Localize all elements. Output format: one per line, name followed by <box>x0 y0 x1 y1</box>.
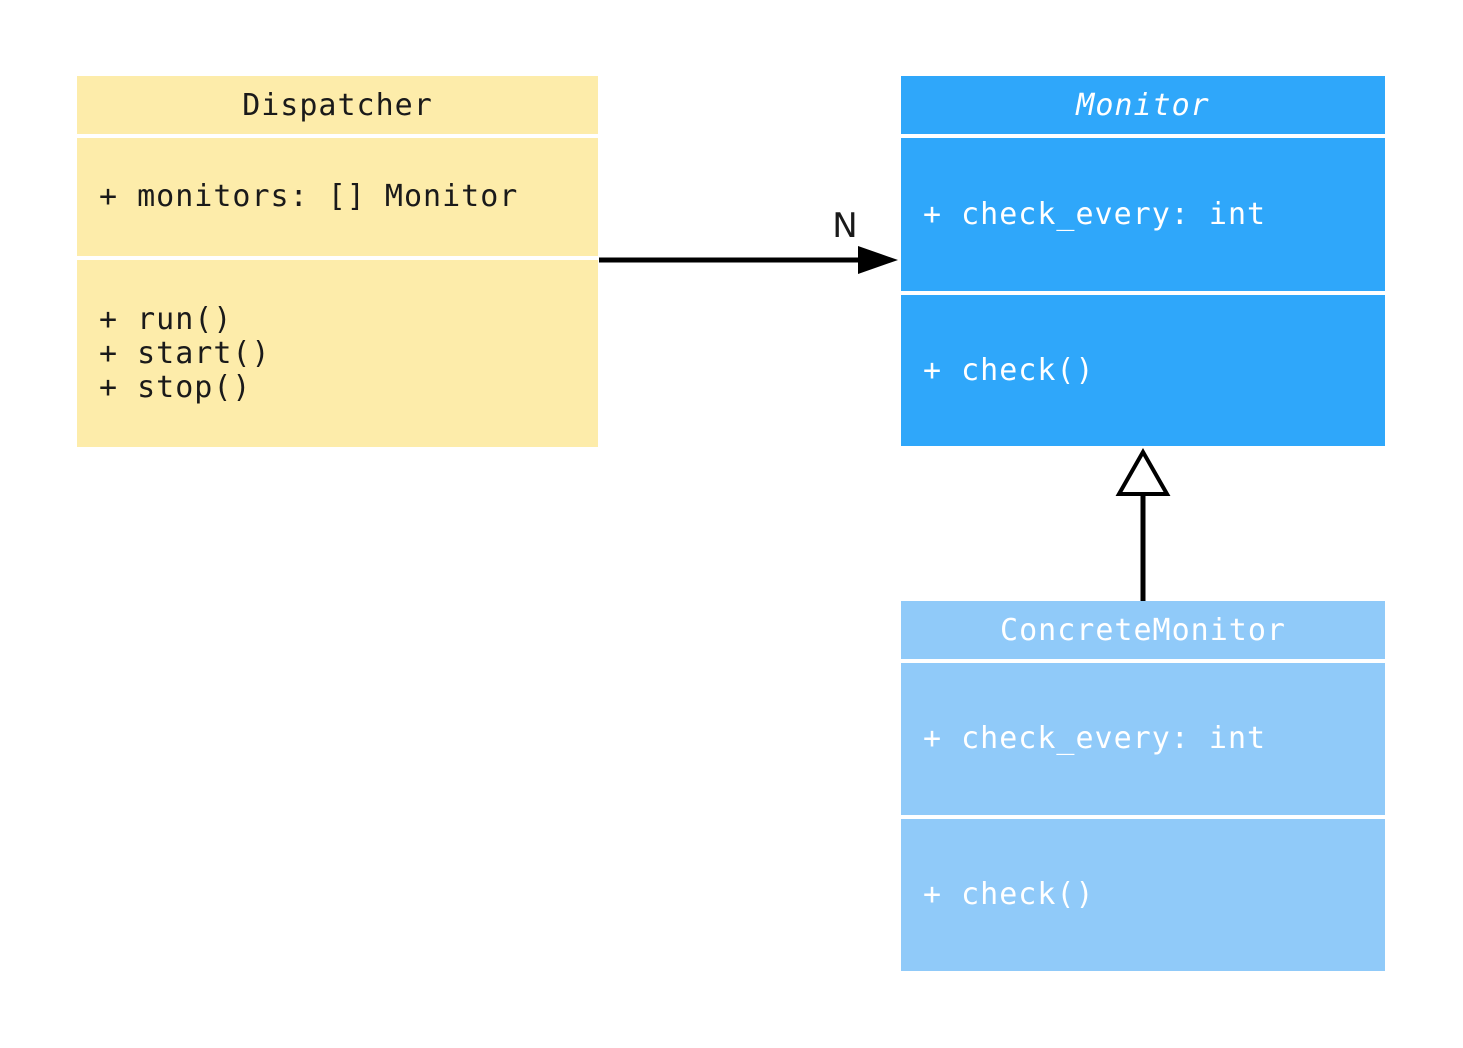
class-methods-compartment: + run() + start() + stop() <box>77 260 598 447</box>
filled-arrowhead-icon <box>858 246 898 274</box>
class-title: ConcreteMonitor <box>901 601 1385 659</box>
class-attribute: + check_every: int <box>923 721 1267 756</box>
class-method: + run() <box>99 301 233 337</box>
class-box-dispatcher: Dispatcher + monitors: [] Monitor + run(… <box>77 76 598 447</box>
association-arrow-dispatcher-monitor <box>599 246 898 274</box>
class-method: + check() <box>923 877 1095 912</box>
class-methods-compartment: + check() <box>901 819 1385 971</box>
class-method: + check() <box>923 352 1095 388</box>
class-title-abstract: Monitor <box>901 76 1385 134</box>
class-box-monitor: Monitor + check_every: int + check() <box>901 76 1385 446</box>
class-method: + start() <box>99 335 271 371</box>
inheritance-arrow-concrete-monitor <box>1115 447 1171 601</box>
class-attributes-compartment: + monitors: [] Monitor <box>77 138 598 256</box>
class-attributes-compartment: + check_every: int <box>901 663 1385 815</box>
class-attribute: + monitors: [] Monitor <box>99 179 519 214</box>
class-title: Dispatcher <box>77 76 598 134</box>
association-multiplicity-label: N <box>832 206 858 246</box>
class-method: + stop() <box>99 369 252 405</box>
class-box-concrete-monitor: ConcreteMonitor + check_every: int + che… <box>901 601 1385 971</box>
class-attribute: + check_every: int <box>923 196 1267 232</box>
class-attributes-compartment: + check_every: int <box>901 138 1385 291</box>
hollow-triangle-arrowhead-icon <box>1115 447 1171 496</box>
class-methods-compartment: + check() <box>901 295 1385 446</box>
